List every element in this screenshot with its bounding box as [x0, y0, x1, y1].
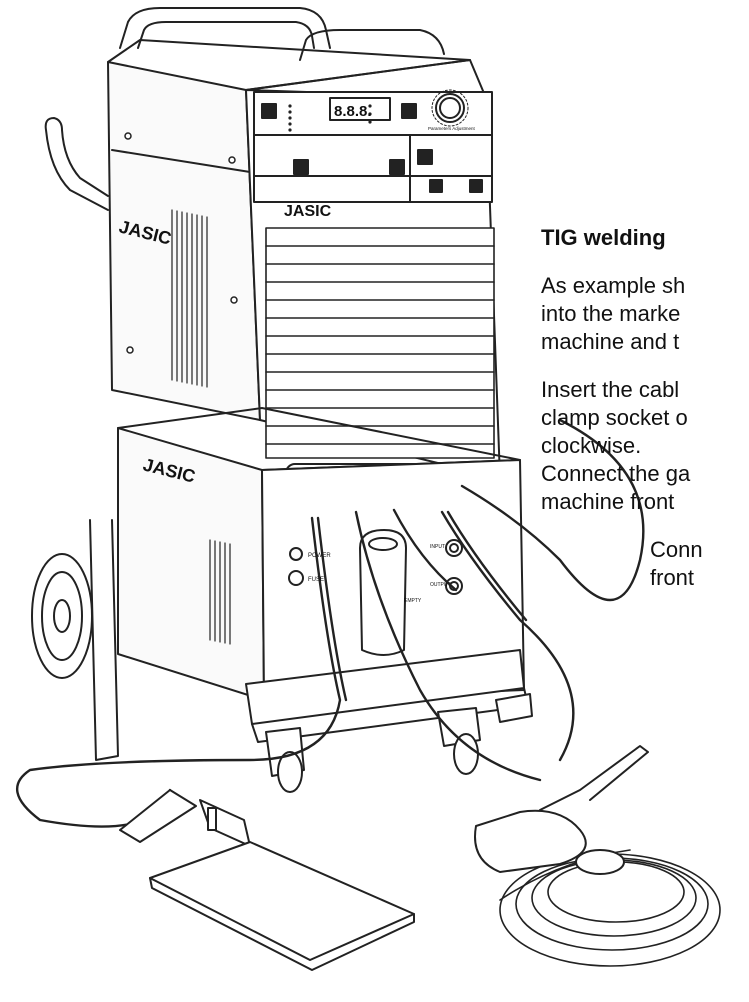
paragraph-1-line-2: into the marke — [541, 301, 681, 326]
display-readout: 8.8.8. — [334, 103, 372, 120]
rear-wheel — [31, 553, 93, 679]
paragraph-2-line-3: clockwise. — [541, 433, 642, 458]
paragraph-2-line-1: Insert the cabl — [541, 377, 680, 402]
tank-empty-label: EMPTY — [404, 598, 422, 604]
carry-handle — [119, 7, 445, 61]
paragraph-1-line-1: As example sh — [541, 273, 686, 298]
paragraph-3-line-1: Conn — [650, 537, 703, 562]
workpiece-plate — [149, 841, 415, 961]
paragraph-2-line-2: clamp socket o — [541, 405, 688, 430]
parameters-adjustment-knob[interactable] — [431, 89, 469, 127]
gas-output-label: OUTPUT — [430, 582, 451, 588]
cable-hook — [44, 117, 109, 211]
front-casters — [265, 693, 533, 793]
pulse-mode-button[interactable] — [469, 179, 483, 193]
coolant-tank — [359, 529, 407, 656]
section-title: TIG welding — [541, 225, 666, 250]
cables — [15, 418, 645, 828]
digital-display — [329, 97, 391, 121]
paragraph-1-line-3: machine and t — [541, 329, 680, 354]
next-step-button[interactable] — [293, 159, 309, 175]
fuse-label: FUSE — [308, 577, 324, 583]
trolley — [31, 519, 533, 793]
param-down-button[interactable] — [401, 103, 417, 119]
prev-step-button[interactable] — [389, 159, 405, 175]
paragraph-2-line-4: Connect the ga — [541, 461, 691, 486]
menu-right-button[interactable] — [417, 149, 433, 165]
power-indicator — [289, 547, 303, 561]
brand-logo-front: JASIC — [284, 203, 332, 220]
trigger-mode-button[interactable] — [429, 179, 443, 193]
power-label: POWER — [308, 553, 331, 559]
front-panel — [245, 89, 501, 519]
fuse-holder[interactable] — [288, 570, 304, 586]
knob-label: Parameters Adjustment — [428, 126, 476, 131]
mode-down-button[interactable] — [261, 103, 277, 119]
upper-housing — [107, 39, 487, 421]
tig-torch — [474, 745, 649, 875]
paragraph-2-line-5: machine front — [541, 489, 675, 514]
gas-input-label: INPUT — [430, 544, 445, 550]
paragraph-3-line-2: front — [650, 565, 695, 590]
earth-clamp — [119, 789, 251, 847]
gas-connectors[interactable] — [445, 539, 463, 595]
